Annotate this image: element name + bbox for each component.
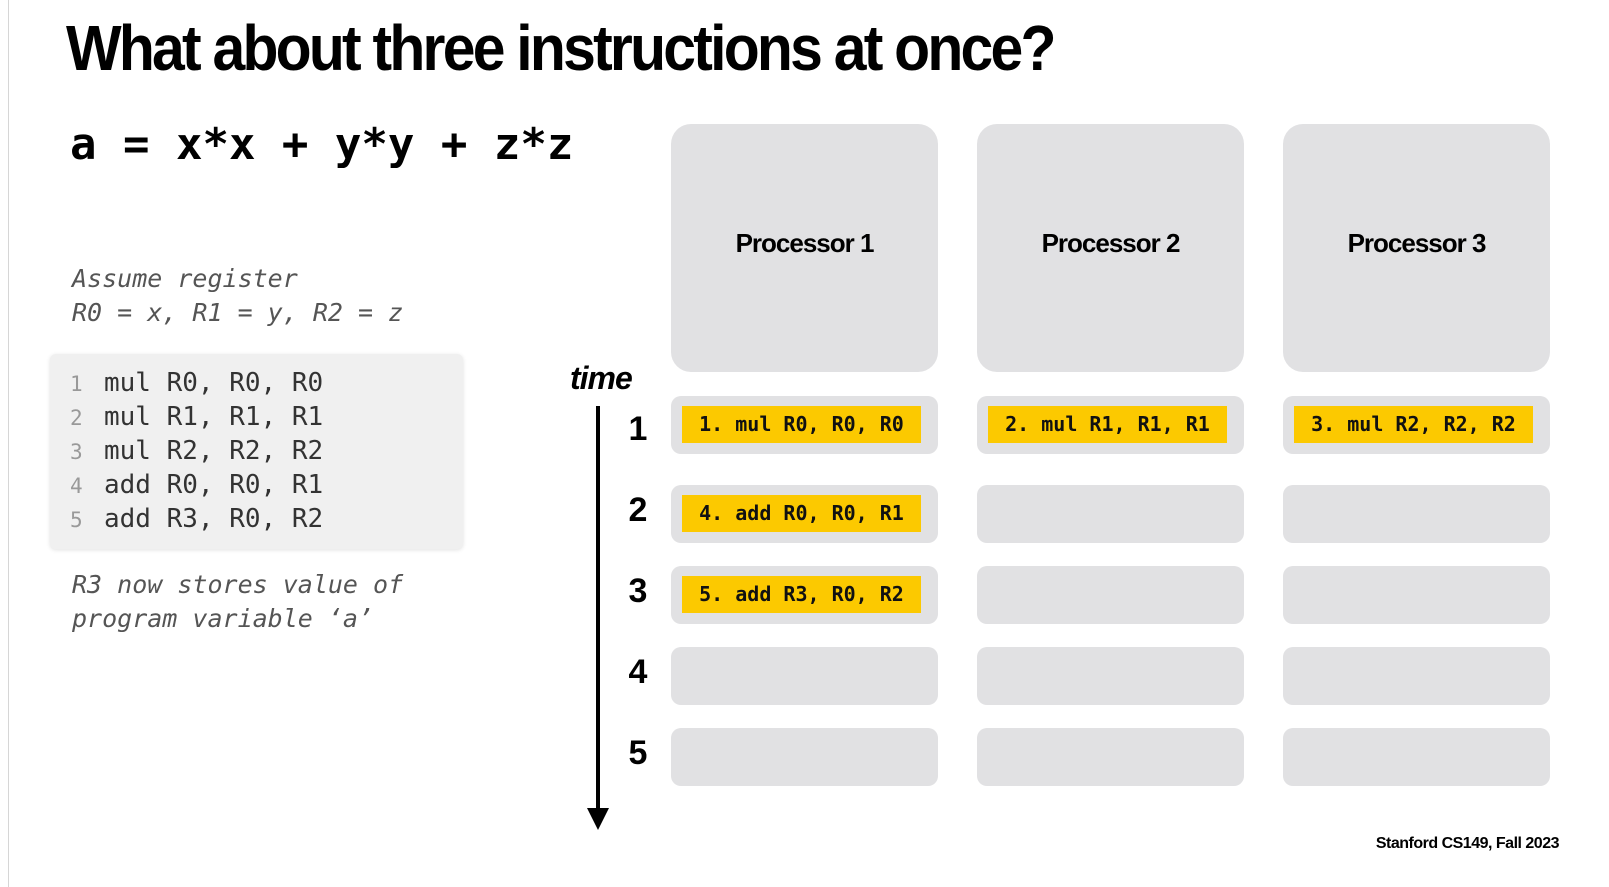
schedule-slot: 4. add R0, R0, R1	[671, 485, 938, 543]
expression: a = x*x + y*y + z*z	[70, 119, 574, 170]
code-text: mul R2, R2, R2	[104, 436, 324, 466]
time-step-label: 4	[628, 653, 648, 691]
processor-label: Processor 3	[1347, 228, 1487, 258]
processor-label: Processor 2	[1041, 228, 1181, 258]
schedule-slot-empty	[977, 728, 1244, 786]
schedule-slot-empty	[977, 485, 1244, 543]
time-step-label: 2	[628, 491, 648, 529]
instruction-chip: 5. add R3, R0, R2	[682, 576, 921, 613]
time-label: time	[570, 360, 633, 396]
processor-1-header: Processor 1	[671, 124, 938, 372]
code-text: add R0, R0, R1	[104, 470, 324, 500]
processor-3-header: Processor 3	[1283, 124, 1550, 372]
schedule-slot-empty	[1283, 566, 1550, 624]
schedule-slot: 1. mul R0, R0, R0	[671, 396, 938, 454]
schedule-slot-empty	[1283, 728, 1550, 786]
instruction-chip: 2. mul R1, R1, R1	[988, 406, 1227, 443]
schedule-slot-empty	[671, 728, 938, 786]
line-number: 4	[70, 474, 83, 498]
code-text: mul R1, R1, R1	[104, 402, 324, 432]
line-number: 3	[70, 440, 83, 464]
time-arrowhead-icon	[587, 808, 609, 830]
processor-2-header: Processor 2	[977, 124, 1244, 372]
line-number: 5	[70, 508, 83, 532]
schedule-slot: 3. mul R2, R2, R2	[1283, 396, 1550, 454]
note-line: program variable ‘a’	[72, 604, 374, 633]
schedule-slot: 2. mul R1, R1, R1	[977, 396, 1244, 454]
assumption-text: Assume register R0 = x, R1 = y, R2 = z	[72, 262, 403, 330]
instruction-chip: 3. mul R2, R2, R2	[1294, 406, 1533, 443]
code-listing: 1 mul R0, R0, R0 2 mul R1, R1, R1 3 mul R2,…	[50, 354, 463, 549]
time-axis	[596, 406, 600, 810]
instruction-chip: 4. add R0, R0, R1	[682, 495, 921, 532]
line-number: 1	[70, 372, 83, 396]
assumption-line: Assume register	[72, 264, 298, 293]
left-edge-rule	[8, 0, 9, 887]
assumption-line: R0 = x, R1 = y, R2 = z	[72, 298, 404, 327]
instruction-chip: 1. mul R0, R0, R0	[682, 406, 921, 443]
schedule-slot-empty	[977, 566, 1244, 624]
schedule-slot-empty	[1283, 485, 1550, 543]
result-note: R3 now stores value of program variable ‘…	[72, 568, 403, 636]
schedule-slot: 5. add R3, R0, R2	[671, 566, 938, 624]
processor-label: Processor 1	[735, 228, 875, 258]
note-line: R3 now stores value of	[72, 570, 404, 599]
code-text: mul R0, R0, R0	[104, 368, 324, 398]
time-step-label: 1	[628, 410, 648, 448]
footer-credit: Stanford CS149, Fall 2023	[1375, 835, 1560, 852]
line-number: 2	[70, 406, 83, 430]
schedule-slot-empty	[1283, 647, 1550, 705]
schedule-slot-empty	[977, 647, 1244, 705]
time-step-label: 3	[628, 572, 648, 610]
schedule-slot-empty	[671, 647, 938, 705]
slide-title: What about three instructions at once?	[66, 12, 1056, 84]
time-step-label: 5	[628, 734, 648, 772]
code-text: add R3, R0, R2	[104, 504, 324, 534]
